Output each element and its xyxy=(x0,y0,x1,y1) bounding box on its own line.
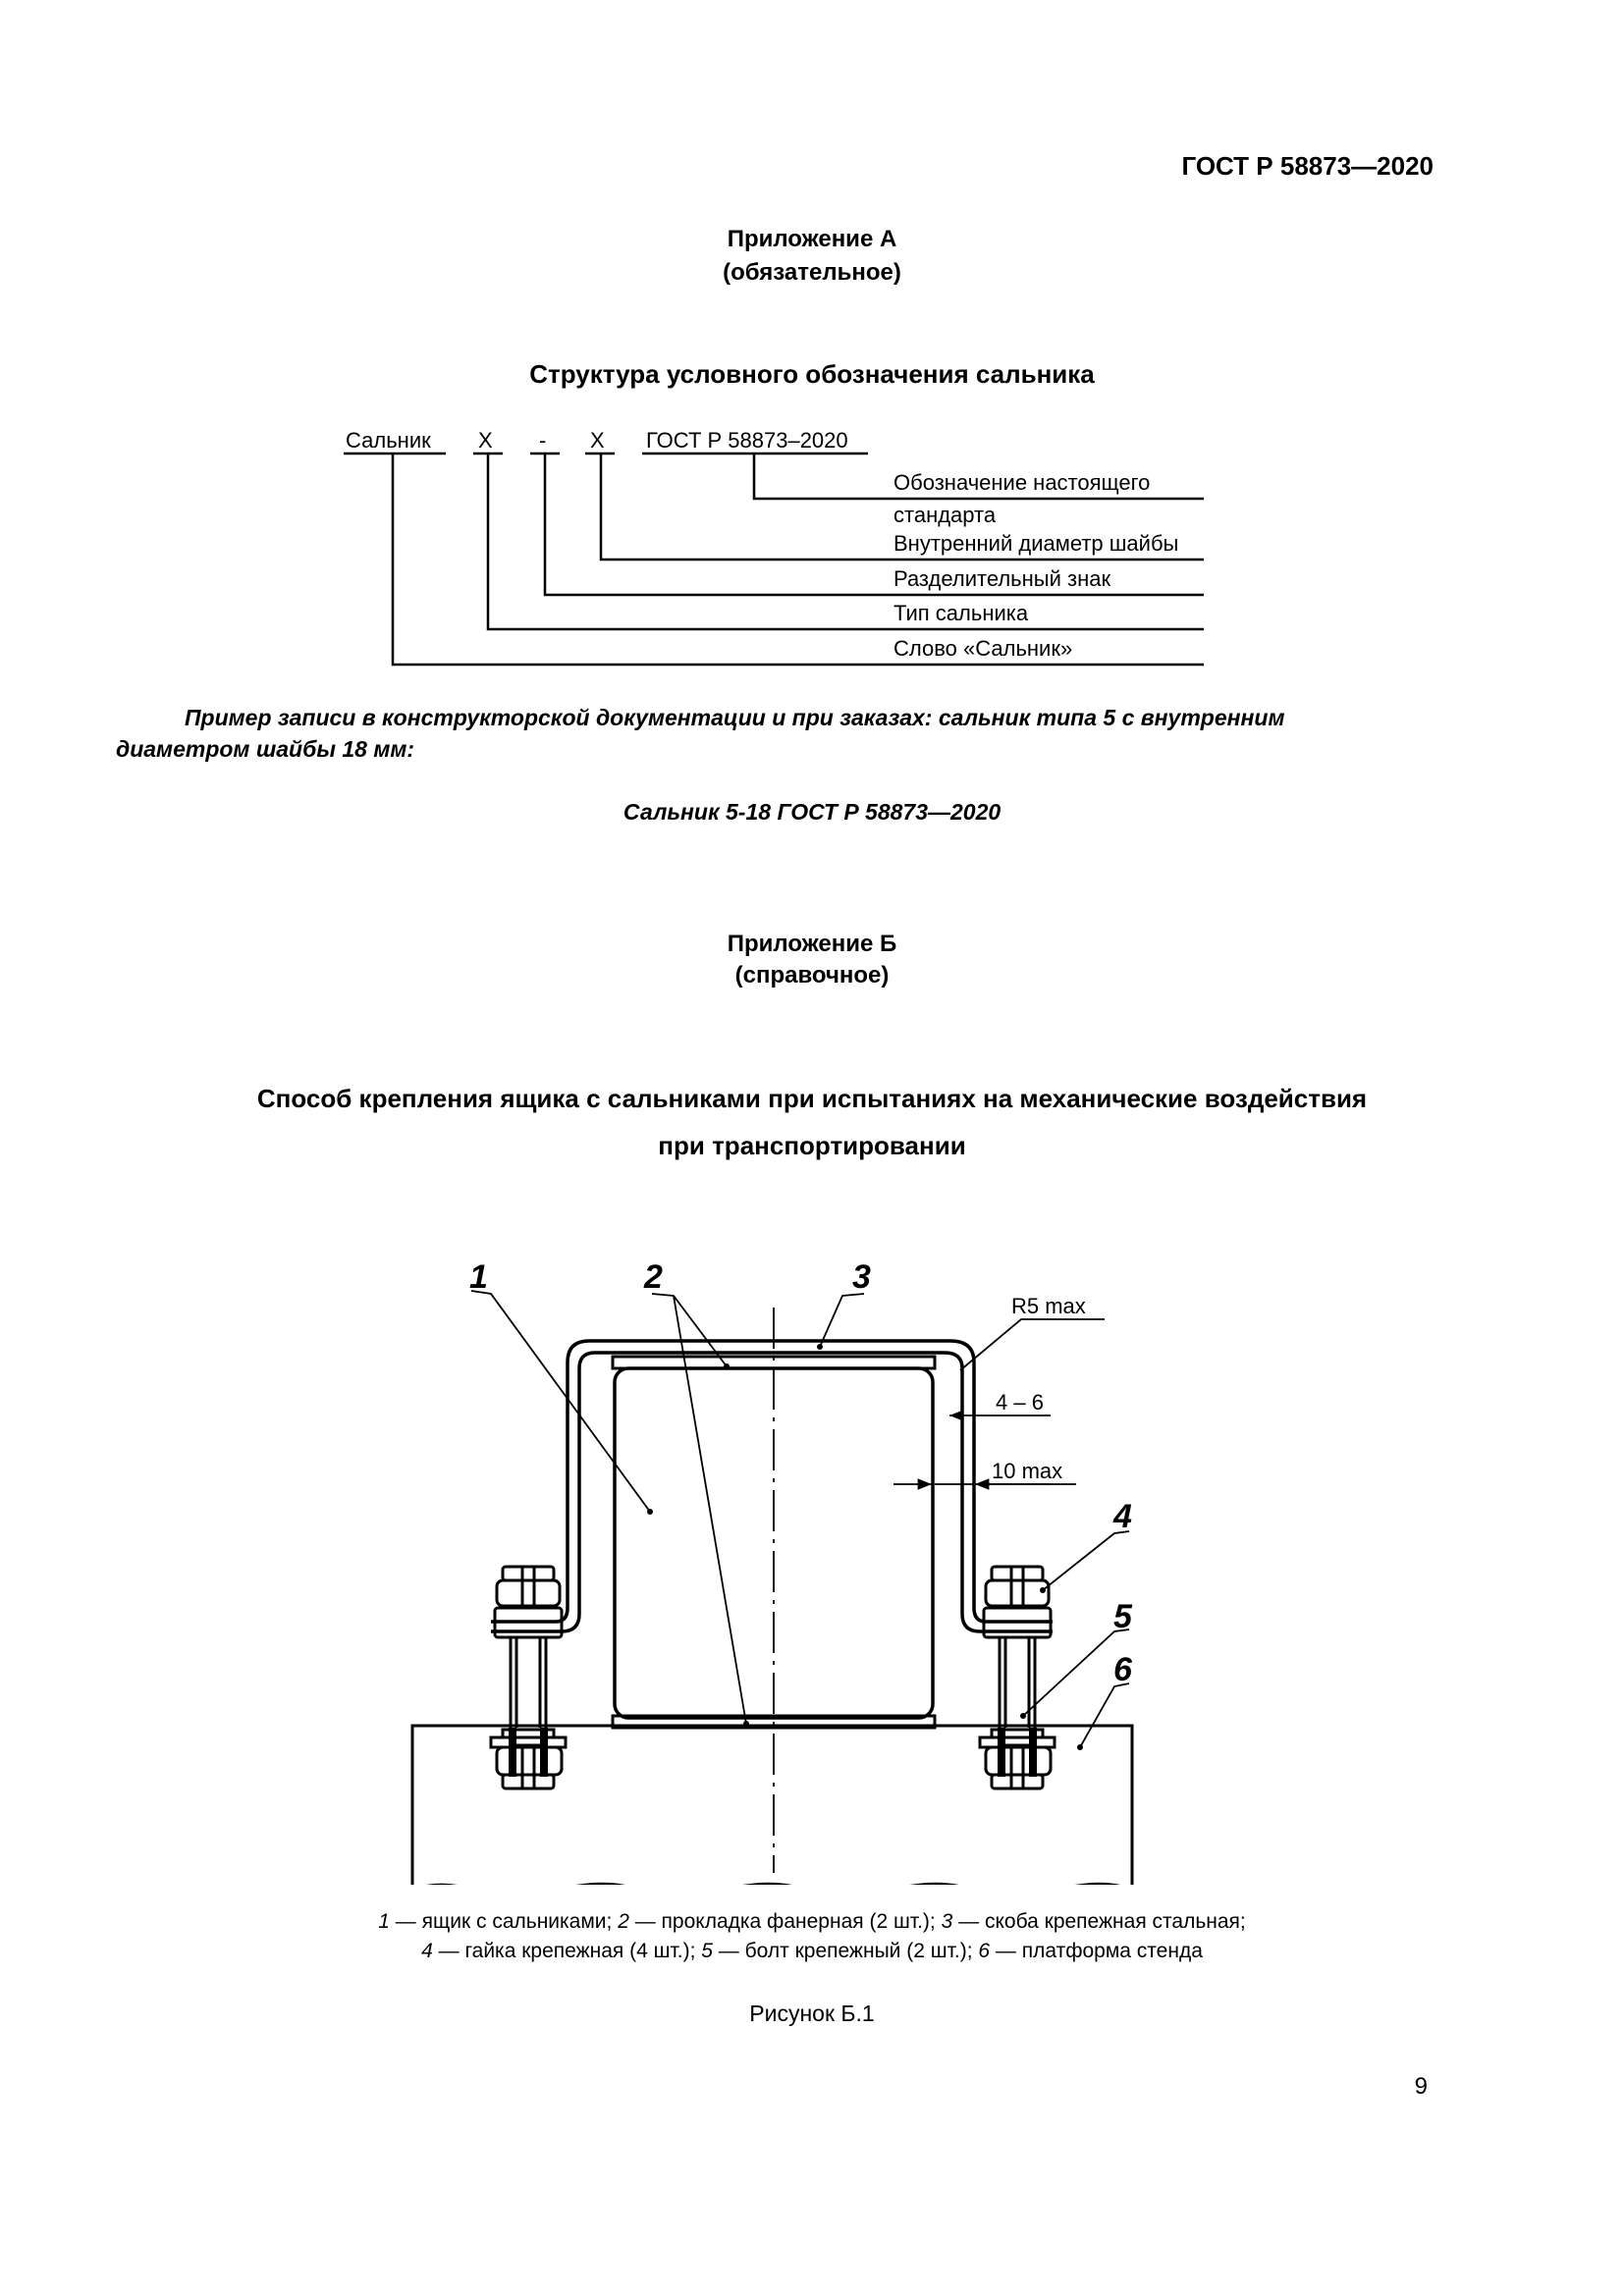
example-line1: Пример записи в конструкторской документ… xyxy=(185,705,1285,730)
dim-radius: R5 max xyxy=(1011,1294,1086,1318)
plywood-pad-bottom xyxy=(611,1714,937,1730)
appendix-a-heading: Структура условного обозначения сальника xyxy=(529,359,1095,389)
designation-standard: ГОСТ Р 58873–2020 xyxy=(646,428,848,453)
legend-text-1: — ящик с сальниками; xyxy=(389,1910,619,1933)
legend-num-4: 4 xyxy=(421,1940,433,1962)
steel-bracket-outer xyxy=(491,1339,1053,1624)
legend-num-6: 6 xyxy=(978,1940,991,1962)
legend-num-3: 3 xyxy=(941,1910,953,1933)
designation-type-mark: X xyxy=(478,428,493,453)
page-number: 9 xyxy=(1414,2073,1428,2100)
legend-text-3: — скоба крепежная стальная; xyxy=(952,1910,1246,1933)
legend-num-5: 5 xyxy=(701,1940,713,1962)
callout-3: 3 xyxy=(852,1258,871,1296)
leader-diameter xyxy=(599,454,1204,561)
callout-5: 5 xyxy=(1113,1598,1133,1635)
designation-word: Сальник xyxy=(346,428,431,453)
label-standard-line2: стандарта xyxy=(893,503,997,527)
test-stand-platform xyxy=(410,1724,1134,1885)
appendix-b-title: Приложение Б xyxy=(727,931,897,957)
left-bolt-assembly xyxy=(489,1565,568,1790)
leader-word xyxy=(391,454,1204,667)
legend-text-5: — болт крепежный (2 шт.); xyxy=(712,1940,979,1962)
appendix-b-heading-line2: при транспортировании xyxy=(658,1131,966,1160)
example-line2: диаметром шайбы 18 мм: xyxy=(116,736,415,762)
appendix-a-status: (обязательное) xyxy=(723,259,901,286)
label-separator: Разделительный знак xyxy=(893,566,1110,591)
callout-1: 1 xyxy=(469,1258,488,1296)
figure-caption: Рисунок Б.1 xyxy=(749,2001,875,2026)
designation-separator: - xyxy=(539,428,546,453)
figure-legend-line2: 4 — гайка крепежная (4 шт.); 5 — болт кр… xyxy=(0,1940,1624,1963)
leader-separator xyxy=(543,454,1204,597)
label-word: Слово «Сальник» xyxy=(893,636,1072,661)
appendix-b-status: (справочное) xyxy=(734,962,890,988)
dim-gap: 4 – 6 xyxy=(996,1390,1044,1415)
right-bolt-assembly xyxy=(978,1565,1056,1790)
legend-text-4: — гайка крепежная (4 шт.); xyxy=(432,1940,702,1962)
legend-text-2: — прокладка фанерная (2 шт.); xyxy=(628,1910,942,1933)
label-diameter: Внутренний диаметр шайбы xyxy=(893,531,1178,556)
figure-legend-line1: 1 — ящик с сальниками; 2 — прокладка фан… xyxy=(0,1910,1624,1934)
label-standard-line1: Обозначение настоящего xyxy=(893,470,1150,495)
legend-text-6: — платформа стенда xyxy=(990,1940,1203,1962)
callout-2: 2 xyxy=(643,1258,663,1296)
label-type: Тип сальника xyxy=(893,601,1029,625)
callout-6: 6 xyxy=(1113,1651,1133,1688)
steel-bracket-inner xyxy=(491,1351,1053,1633)
designation-diagram: Сальник X - X ГОСТ Р 58873–2020 Обозначе… xyxy=(344,428,1204,667)
leader-standard xyxy=(752,454,1204,501)
example-designation: Сальник 5-18 ГОСТ Р 58873—2020 xyxy=(623,799,1001,825)
appendix-b-heading-line1: Способ крепления ящика с сальниками при … xyxy=(256,1084,1368,1113)
standard-code-header: ГОСТ Р 58873—2020 xyxy=(1181,151,1434,181)
legend-num-1: 1 xyxy=(378,1910,390,1933)
callout-4: 4 xyxy=(1112,1498,1132,1535)
designation-diameter-mark: X xyxy=(590,428,605,453)
dim-max: 10 max xyxy=(992,1459,1062,1483)
mounting-drawing: 1 2 3 4 5 6 R5 max 4 – 6 10 max xyxy=(410,1258,1134,1885)
appendix-a-title: Приложение А xyxy=(727,226,897,252)
legend-num-2: 2 xyxy=(618,1910,629,1933)
leader-type xyxy=(486,454,1204,631)
